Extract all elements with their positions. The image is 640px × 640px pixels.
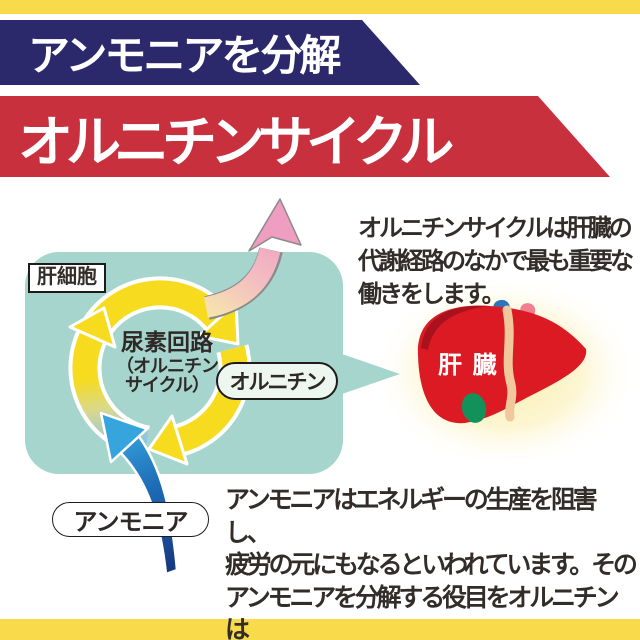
ornithine-label: オルニチン	[229, 371, 327, 394]
caption-ammonia: アンモニアはエネルギーの生産を阻害し、 疲労の元にもなるといわれています。その …	[225, 486, 638, 640]
hepatocyte-label: 肝細胞	[28, 263, 106, 293]
exit-arrow	[203, 198, 302, 320]
cycle-center-label: 尿素回路 （オルニチン サイクル）	[96, 329, 238, 395]
ornithine-pill: オルニチン	[216, 362, 338, 400]
liver-illustration	[417, 299, 587, 424]
tagline-banner: アンモニアを分解	[0, 20, 420, 85]
gallbladder	[461, 393, 487, 423]
urea-cycle-title: 尿素回路	[121, 329, 213, 355]
urea-cycle-subtitle-line2: サイクル）	[124, 375, 210, 395]
cycle-arrowhead-left	[68, 306, 117, 349]
tagline-text: アンモニアを分解	[28, 34, 339, 80]
cycle-arrowhead-right	[147, 414, 189, 466]
page-title: オルニチンサイクル	[18, 111, 448, 173]
top-border	[0, 0, 640, 14]
liver-label: 肝 臓	[438, 352, 499, 379]
title-banner: オルニチンサイクル	[0, 96, 610, 177]
ammonia-pill: アンモニア	[52, 502, 209, 537]
liver-body	[417, 305, 587, 424]
ammonia-label: アンモニア	[73, 509, 188, 536]
caption-ornithine-cycle: オルニチンサイクルは肝臓の 代謝経路のなかで最も重要な 働きをします。	[358, 215, 634, 308]
liver-vessel-tan	[502, 305, 517, 422]
urea-cycle-subtitle-line1: （オルニチン	[116, 356, 219, 376]
bottom-border	[0, 619, 640, 640]
liver-shade	[421, 305, 489, 350]
